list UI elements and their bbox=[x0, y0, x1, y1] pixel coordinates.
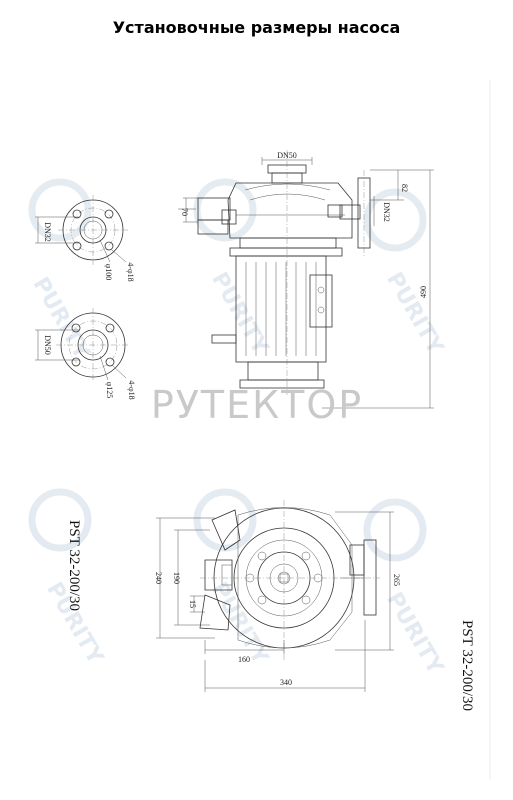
purity-watermark-6: PURITY bbox=[363, 498, 448, 680]
brand-watermark: РУТЕКТОР bbox=[151, 383, 363, 427]
flange-dn50: DN50 φ125 4-φ18 bbox=[35, 308, 136, 400]
flange-top-nominal: DN32 bbox=[43, 222, 52, 242]
purity-word: PURITY bbox=[381, 268, 448, 359]
purity-watermark-1: PURITY bbox=[27, 178, 95, 365]
inlet-label: DN32 bbox=[382, 202, 391, 222]
dim-265: 265 bbox=[392, 574, 401, 586]
purity-watermark-5: PURITY bbox=[193, 488, 273, 670]
flange-top-bolt-circle: φ100 bbox=[104, 264, 113, 281]
flange-bottom-bolt-circle: φ125 bbox=[105, 382, 114, 399]
flange-dn32: DN32 φ100 4-φ18 bbox=[35, 195, 135, 282]
dim-340: 340 bbox=[280, 678, 292, 687]
page-title: Установочные размеры насоса bbox=[112, 18, 401, 37]
purity-word: PURITY bbox=[206, 268, 273, 359]
flange-top-holes: 4-φ18 bbox=[126, 262, 135, 281]
dim-inlet-height: 70 bbox=[180, 208, 189, 216]
dim-160: 160 bbox=[238, 655, 250, 664]
flange-bottom-nominal: DN50 bbox=[43, 335, 52, 355]
purity-watermark-2: PURITY bbox=[193, 178, 273, 360]
dim-total-height: 490 bbox=[419, 286, 428, 298]
front-view: DN50 bbox=[178, 150, 434, 409]
model-label-left: PST 32-200/30 bbox=[66, 520, 82, 611]
model-label-right: PST 32-200/30 bbox=[459, 620, 475, 711]
purity-word: PURITY bbox=[381, 588, 448, 679]
dim-240: 240 bbox=[154, 572, 163, 584]
flange-bottom-holes: 4-φ18 bbox=[127, 380, 136, 399]
dim-190: 190 bbox=[172, 572, 181, 584]
dim-outlet-height: 82 bbox=[400, 184, 409, 192]
top-view: 240 190 15 160 340 265 bbox=[154, 500, 401, 692]
purity-watermark-3: PURITY bbox=[363, 188, 448, 360]
dim-15: 15 bbox=[188, 600, 197, 608]
